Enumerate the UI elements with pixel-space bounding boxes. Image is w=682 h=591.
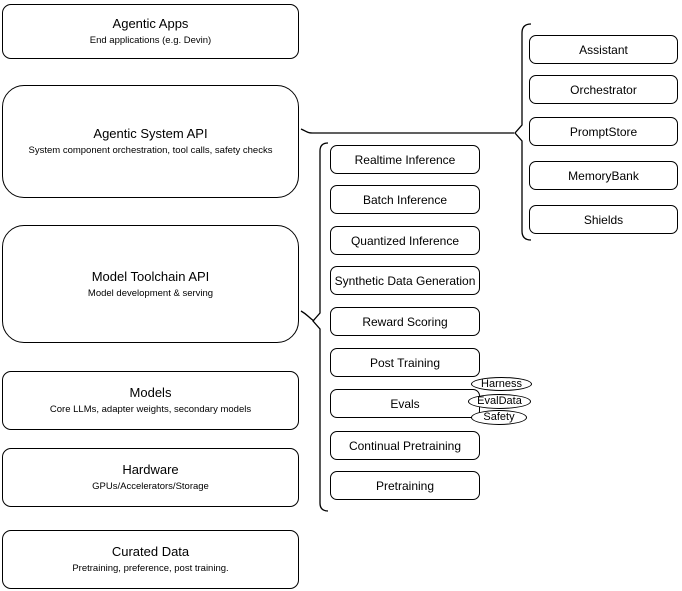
toolchain-item-reward-scoring: Reward Scoring: [330, 307, 480, 336]
layer-models: Models Core LLMs, adapter weights, secon…: [2, 371, 299, 430]
toolchain-item-evals: Evals: [330, 389, 480, 418]
layer-subtitle: System component orchestration, tool cal…: [28, 145, 273, 156]
system-component-orchestrator: Orchestrator: [529, 75, 678, 104]
layer-title: Hardware: [122, 462, 179, 477]
system-components-bracket: [514, 23, 532, 241]
system-component-assistant: Assistant: [529, 35, 678, 64]
toolchain-item-pretraining: Pretraining: [330, 471, 480, 500]
toolchain-item-batch-inference: Batch Inference: [330, 185, 480, 214]
toolchain-item-realtime-inference: Realtime Inference: [330, 145, 480, 174]
layer-subtitle: GPUs/Accelerators/Storage: [92, 481, 209, 492]
layer-model-toolchain-api: Model Toolchain API Model development & …: [2, 225, 299, 343]
toolchain-item-synthetic-data-generation: Synthetic Data Generation: [330, 266, 480, 295]
eval-tag-safety: Safety: [471, 410, 527, 425]
layer-hardware: Hardware GPUs/Accelerators/Storage: [2, 448, 299, 507]
layer-subtitle: Core LLMs, adapter weights, secondary mo…: [49, 404, 252, 415]
toolchain-bracket: [312, 142, 329, 512]
layer-title: Model Toolchain API: [91, 268, 210, 284]
eval-tag-harness: Harness: [471, 377, 532, 391]
layer-subtitle: Model development & serving: [87, 287, 214, 299]
eval-tag-evaldata: EvalData: [468, 394, 531, 409]
layer-title: Curated Data: [111, 544, 190, 559]
toolchain-item-continual-pretraining: Continual Pretraining: [330, 431, 480, 460]
system-component-memorybank: MemoryBank: [529, 161, 678, 190]
toolchain-item-quantized-inference: Quantized Inference: [330, 226, 480, 255]
toolchain-item-post-training: Post Training: [330, 348, 480, 377]
connector-toolchain-api-to-group: [300, 310, 315, 322]
system-component-promptstore: PromptStore: [529, 117, 678, 146]
layer-subtitle: Pretraining, preference, post training.: [72, 563, 229, 574]
layer-title: Agentic System API: [93, 126, 208, 141]
system-component-shields: Shields: [529, 205, 678, 234]
layer-agentic-apps: Agentic Apps End applications (e.g. Devi…: [2, 4, 299, 59]
connector-system-api-to-components: [300, 128, 514, 134]
layer-curated-data: Curated Data Pretraining, preference, po…: [2, 530, 299, 589]
layer-subtitle: End applications (e.g. Devin): [89, 35, 212, 46]
layer-title: Models: [129, 385, 172, 400]
layer-agentic-system-api: Agentic System API System component orch…: [2, 85, 299, 198]
layer-title: Agentic Apps: [112, 16, 189, 31]
